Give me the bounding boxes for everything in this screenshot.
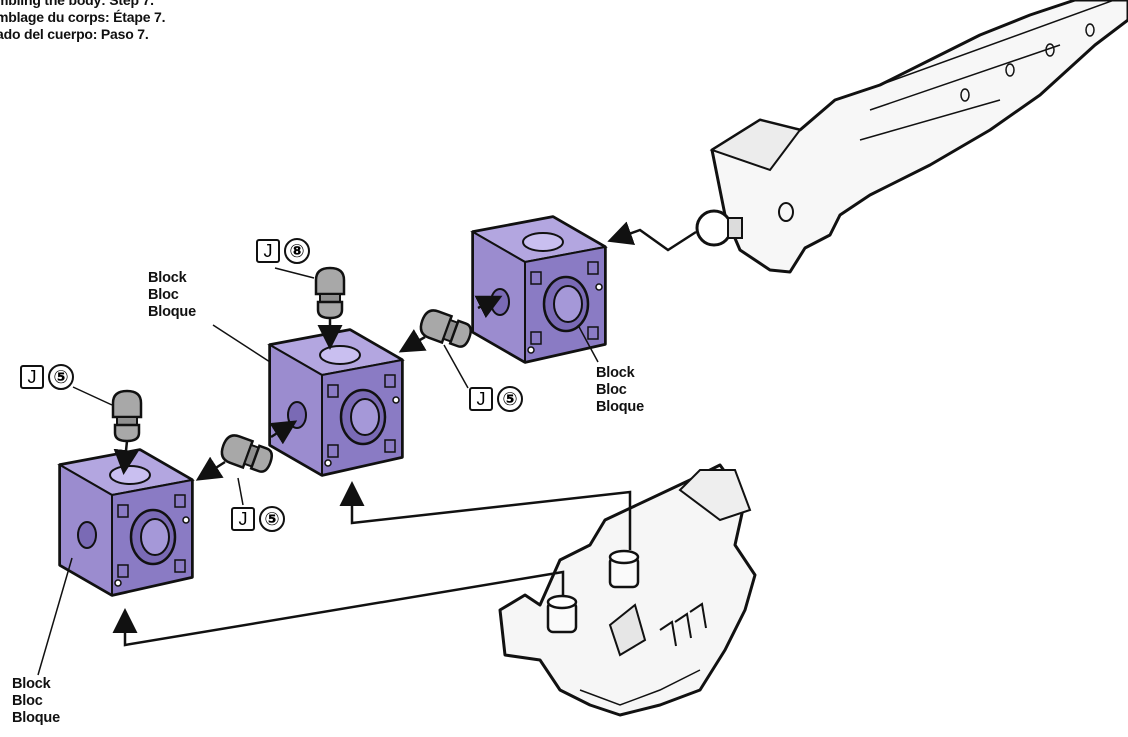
heading-line-en: mbling the body: Step 7. [0, 0, 165, 9]
block-label-left: Block Bloc Bloque [12, 676, 60, 727]
peg-j5-middle [219, 432, 276, 475]
part-letter: J [20, 365, 44, 389]
part-tag-j5-right: J ⑤ [469, 386, 523, 412]
block-label-es: Bloque [148, 304, 196, 321]
peg-j8 [316, 268, 344, 318]
part-letter: J [256, 239, 280, 263]
cube-middle [270, 330, 402, 475]
part-tag-j5-left: J ⑤ [20, 364, 74, 390]
cube-left [60, 450, 192, 595]
block-label-middle: Block Bloc Bloque [148, 270, 196, 321]
part-letter: J [231, 507, 255, 531]
peg-j5-left-top [113, 391, 141, 441]
cube-right [473, 217, 605, 362]
block-label-en: Block [12, 676, 60, 693]
part-number: ⑤ [497, 386, 523, 412]
heading-line-fr: mblage du corps: Étape 7. [0, 9, 165, 26]
heading-line-es: ado del cuerpo: Paso 7. [0, 26, 165, 43]
block-label-fr: Bloc [148, 287, 196, 304]
block-label-es: Bloque [12, 710, 60, 727]
part-number: ⑤ [48, 364, 74, 390]
peg-j5-right [418, 307, 475, 350]
part-tag-j5-middle: J ⑤ [231, 506, 285, 532]
part-number: ⑧ [284, 238, 310, 264]
block-label-en: Block [148, 270, 196, 287]
block-label-es: Bloque [596, 399, 644, 416]
part-number: ⑤ [259, 506, 285, 532]
block-label-en: Block [596, 365, 644, 382]
block-label-fr: Bloc [596, 382, 644, 399]
block-label-right: Block Bloc Bloque [596, 365, 644, 416]
block-label-fr: Bloc [12, 693, 60, 710]
step-heading: mbling the body: Step 7. mblage du corps… [0, 0, 165, 43]
part-letter: J [469, 387, 493, 411]
part-tag-j8: J ⑧ [256, 238, 310, 264]
saw-weapon-part [697, 0, 1128, 272]
